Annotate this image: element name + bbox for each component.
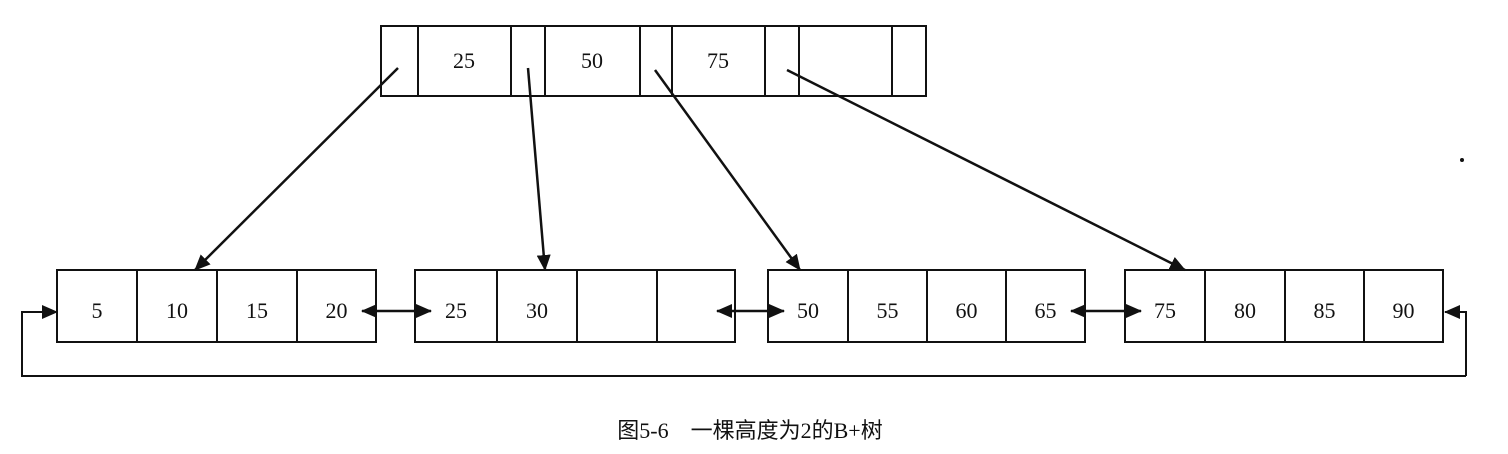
leaf-key: 90 <box>1393 298 1415 323</box>
child-pointer-arrow <box>786 68 1186 272</box>
leaf-key: 75 <box>1154 298 1176 323</box>
root-node <box>380 25 927 97</box>
child-pointer-arrow <box>653 69 802 271</box>
root-key: 75 <box>707 48 729 73</box>
stray-dot <box>1460 158 1464 162</box>
leaf-key: 85 <box>1314 298 1336 323</box>
leaf-key: 25 <box>445 298 467 323</box>
leaf-key: 30 <box>526 298 548 323</box>
circular-link-arrow <box>1444 305 1467 376</box>
figure-caption: 图5-6 一棵高度为2的B+树 <box>617 418 882 443</box>
circular-link-line <box>21 305 1466 377</box>
child-pointer-arrow <box>526 67 551 271</box>
root-key: 25 <box>453 48 475 73</box>
leaf-key: 10 <box>166 298 188 323</box>
leaf-key: 5 <box>92 298 103 323</box>
leaf-key: 60 <box>956 298 978 323</box>
leaf-key: 55 <box>877 298 899 323</box>
leaf-key: 80 <box>1234 298 1256 323</box>
child-pointer-arrow <box>194 67 399 271</box>
leaf-key: 15 <box>246 298 268 323</box>
leaf-key: 50 <box>797 298 819 323</box>
leaf-key: 20 <box>326 298 348 323</box>
leaf-key: 65 <box>1035 298 1057 323</box>
root-key: 50 <box>581 48 603 73</box>
